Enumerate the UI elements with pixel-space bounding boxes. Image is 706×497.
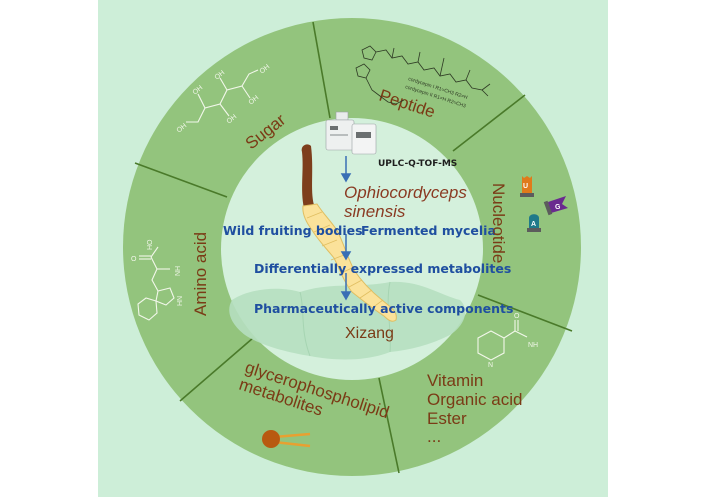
- oh-label: OH: [176, 122, 189, 134]
- divider-glycero-amino: [179, 337, 254, 402]
- phospholipid-icon: [262, 430, 311, 448]
- oh-label: OH: [248, 94, 261, 106]
- divider-nucleotide-vitamin: [477, 294, 573, 332]
- sugar-structure-icon: OH OH OH OH OH OH: [176, 63, 272, 134]
- fungus-stroma: [301, 144, 314, 208]
- region-label: Xizang: [345, 325, 394, 342]
- g-letter: G: [555, 204, 561, 211]
- divider-vitamin-glycero: [378, 377, 400, 474]
- nucleotide-a-icon: A: [527, 214, 541, 232]
- fungus-larva-body: [302, 203, 397, 322]
- divider-peptide-nucleotide: [452, 94, 526, 152]
- a-letter: A: [531, 221, 536, 228]
- nucleotide-g-icon: G: [543, 196, 568, 216]
- peptide-structure-icon: [355, 45, 491, 105]
- n-label: N: [488, 362, 493, 369]
- nucleotide-icons: U G A: [520, 176, 568, 232]
- organism-name-line2: sinensis: [344, 202, 406, 221]
- tryptophan-structure-icon: HO NH HN O: [131, 239, 184, 321]
- cordyceps-fungus: [301, 144, 397, 322]
- u-letter: U: [523, 183, 528, 190]
- divider-sugar-peptide: [312, 21, 331, 119]
- oh-label: OH: [259, 63, 272, 75]
- nicotinamide-structure-icon: O NH N: [477, 313, 538, 369]
- o-label: O: [131, 256, 137, 263]
- segment-label-amino-acid: Amino acid: [191, 232, 210, 316]
- oh-label: OH: [192, 84, 205, 96]
- hn-label: HN: [177, 296, 184, 306]
- nh2-label: NH: [175, 266, 182, 276]
- step-active-components: Pharmaceutically active components: [254, 301, 513, 316]
- uplc-instrument-icon: [325, 111, 377, 155]
- step-differential-metabolites: Differentially expressed metabolites: [254, 261, 511, 276]
- segment-line-ester: Ester: [427, 409, 467, 428]
- segment-line-organic-acid: Organic acid: [427, 390, 522, 409]
- segment-line-vitamin: Vitamin: [427, 371, 483, 390]
- divider-amino-sugar: [134, 162, 228, 198]
- source-fermented-mycelia: Fermented mycelia: [361, 223, 496, 238]
- ring-dividers: [134, 21, 573, 474]
- instrument-label: UPLC-Q-TOF-MS: [378, 159, 457, 169]
- o-label: O: [514, 313, 520, 320]
- organism-name-line1: Ophiocordyceps: [344, 183, 467, 202]
- source-wild-fruiting-bodies: Wild fruiting bodies: [223, 223, 363, 238]
- flow-arrows: [340, 156, 352, 301]
- oh-label: OH: [226, 113, 239, 125]
- segment-line-ellipsis: ...: [427, 427, 441, 446]
- oh-label: OH: [214, 69, 227, 81]
- ho-label: HO: [147, 239, 154, 250]
- nh2-label: NH: [528, 342, 538, 349]
- segment-label-nucleotide: Nucleotide: [489, 183, 508, 263]
- nucleotide-u-icon: U: [520, 176, 534, 197]
